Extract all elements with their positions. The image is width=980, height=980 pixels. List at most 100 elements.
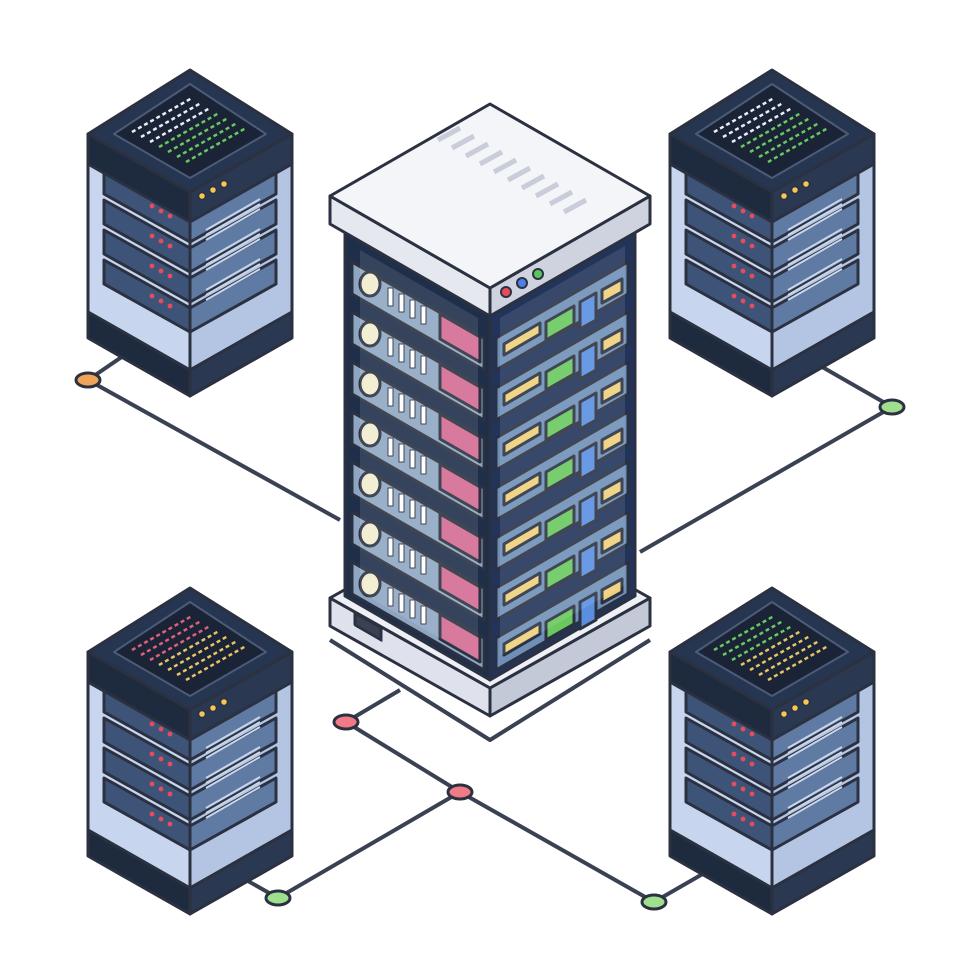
- rack-status-leds: [500, 268, 544, 298]
- side-slot-green: [544, 304, 576, 342]
- tray-led: [149, 233, 155, 239]
- slot-vent: [409, 349, 416, 369]
- side-slot-yellow-2: [600, 327, 624, 355]
- tray-led: [731, 263, 737, 269]
- tray-led: [167, 821, 173, 827]
- slot-vent: [409, 399, 416, 419]
- side-slot-blue: [578, 391, 598, 431]
- side-slot-green: [544, 554, 576, 592]
- unit-status-led: [197, 191, 207, 201]
- tray-led: [167, 273, 173, 279]
- tray-led: [731, 203, 737, 209]
- plinth-vent-1: [353, 611, 383, 642]
- slot-disc: [358, 370, 382, 398]
- rack-top-cap: [328, 102, 652, 290]
- tray-led: [167, 303, 173, 309]
- unit-base-right: [770, 828, 876, 916]
- side-slot-blue: [578, 591, 598, 631]
- rack-side-slots: [494, 260, 630, 672]
- unit-status-led: [801, 697, 811, 707]
- screen-code-line: [731, 106, 793, 144]
- unit-screen: [113, 83, 267, 179]
- slot-disc: [358, 520, 382, 548]
- tray-vent: [787, 716, 843, 749]
- unit-base-right: [188, 310, 294, 398]
- slot-vent: [398, 593, 405, 613]
- rack-front-slot: [350, 560, 486, 672]
- node-right: [878, 398, 906, 416]
- screen-code-line: [758, 121, 820, 159]
- side-slot-blue: [578, 541, 598, 581]
- side-slot-blue: [578, 441, 598, 481]
- rack-front-slot: [350, 360, 486, 472]
- server-unit-top-left: [86, 68, 294, 398]
- unit-status-led: [219, 179, 229, 189]
- tray-led: [731, 751, 737, 757]
- slot-vent: [409, 449, 416, 469]
- tray-vent: [787, 726, 843, 759]
- tray-led: [167, 731, 173, 737]
- screen-code-line: [749, 116, 811, 154]
- top-vent-slot: [534, 181, 560, 199]
- tray-led: [158, 238, 164, 244]
- unit-status-led: [790, 185, 800, 195]
- screen-code-line: [176, 639, 238, 677]
- unit-base-right: [188, 828, 294, 916]
- tray-vent: [205, 208, 261, 241]
- side-slot-yellow: [502, 571, 542, 607]
- tray-vent: [205, 746, 261, 779]
- tray-led: [149, 203, 155, 209]
- tray-led: [158, 268, 164, 274]
- tray-vent: [787, 776, 843, 809]
- tray-led: [149, 781, 155, 787]
- slot-vent: [398, 543, 405, 563]
- tray-led: [149, 751, 155, 757]
- side-slot-yellow-2: [600, 527, 624, 555]
- slot-vent: [420, 505, 427, 525]
- rack-front-slot: [350, 260, 486, 372]
- unit-status-led: [219, 697, 229, 707]
- tray-led: [158, 298, 164, 304]
- screen-code-line: [731, 624, 793, 662]
- tray-led: [749, 821, 755, 827]
- slot-label-pink: [438, 462, 482, 514]
- tray-led: [740, 238, 746, 244]
- tray-vent: [787, 746, 843, 779]
- tray-vent: [205, 726, 261, 759]
- server-unit-bottom-left: [86, 586, 294, 916]
- tray-led: [740, 208, 746, 214]
- slot-vent: [420, 405, 427, 425]
- tray-vent: [787, 233, 843, 266]
- tray-vent: [205, 786, 261, 819]
- tray-led: [749, 273, 755, 279]
- slot-vent: [420, 555, 427, 575]
- rack-side-slot: [494, 510, 630, 622]
- slot-label-pink: [438, 612, 482, 664]
- rack-led-green: [532, 268, 544, 280]
- slot-vent: [387, 337, 394, 357]
- top-vent-slot: [520, 173, 546, 191]
- tray-vent: [205, 228, 261, 261]
- screen-panel: [113, 83, 267, 179]
- rack-led-blue: [516, 277, 528, 289]
- tray-led: [749, 243, 755, 249]
- rack-side-slot: [494, 560, 630, 672]
- tray-led: [158, 726, 164, 732]
- tray-led: [731, 811, 737, 817]
- screen-code-line: [740, 629, 802, 667]
- tray-vent: [205, 233, 261, 266]
- side-slot-blue: [578, 491, 598, 531]
- unit-status-led: [208, 703, 218, 713]
- unit-base-right: [770, 310, 876, 398]
- tray-vent: [787, 228, 843, 261]
- screen-code-line: [140, 101, 202, 139]
- screen-code-line: [149, 624, 211, 662]
- tray-vent: [787, 263, 843, 296]
- tray-vent: [787, 203, 843, 236]
- rack-side-slot: [494, 310, 630, 422]
- rack-front-slots: [350, 260, 486, 672]
- tray-led: [731, 233, 737, 239]
- connector-rack-down: [344, 688, 462, 794]
- tray-led: [149, 811, 155, 817]
- screen-code-line: [758, 639, 820, 677]
